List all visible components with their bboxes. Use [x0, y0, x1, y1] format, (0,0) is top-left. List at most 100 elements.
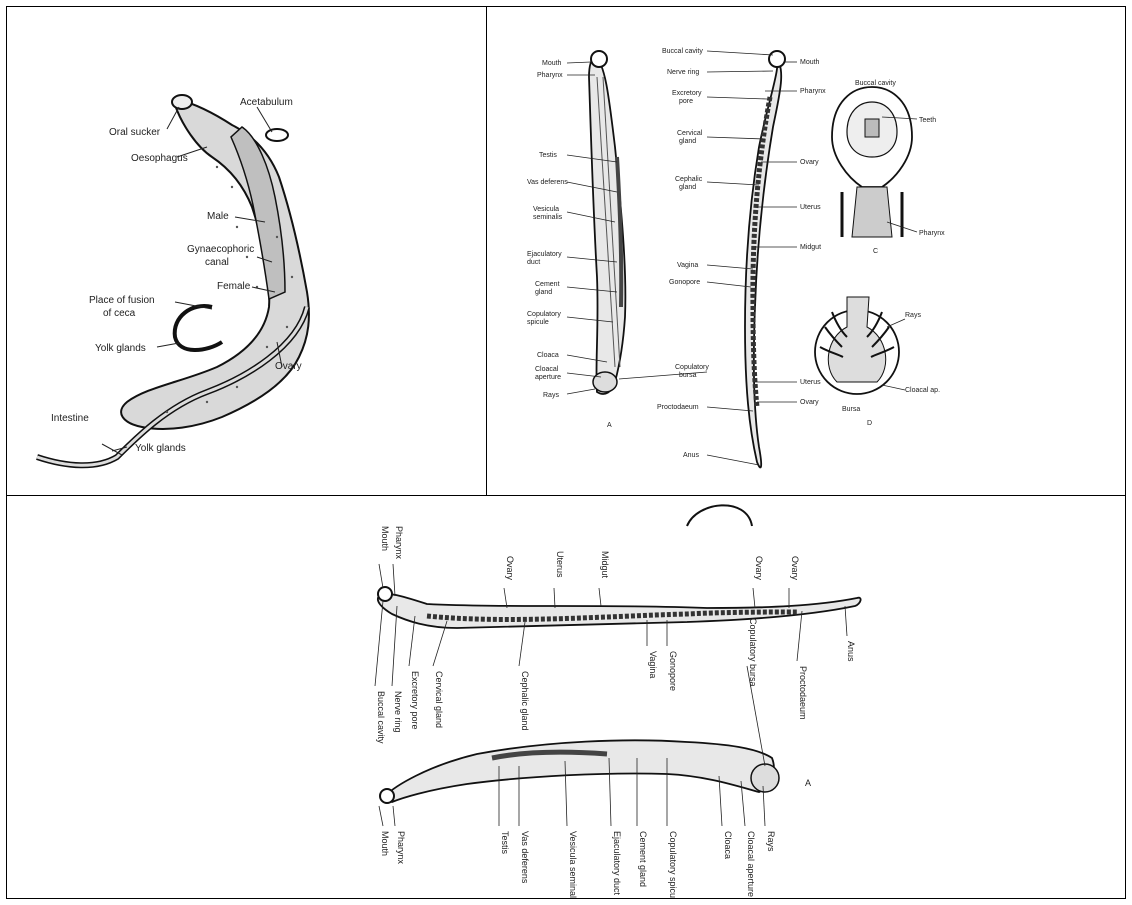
label-mouth-female: Mouth: [800, 59, 820, 66]
label-ejaculatory-1: Ejaculatory: [527, 251, 562, 258]
rot-bottom-label: Pharynx: [396, 831, 406, 865]
label-testis: Testis: [539, 152, 557, 159]
rot-top-label: Uterus: [555, 551, 565, 578]
rot-top-label: Pharynx: [394, 526, 404, 560]
label-cervical-2: gland: [679, 138, 696, 145]
rot-top-label: Ovary: [754, 556, 764, 581]
rotated-bottom-labels: Mouth Pharynx Testis Vas deferens Vesicu…: [380, 831, 776, 898]
label-buccal-cavity: Buccal cavity: [662, 48, 703, 55]
rot-mid-label: Buccal cavity: [376, 691, 386, 744]
rotated-figure-letter: A: [805, 778, 811, 788]
label-uterus-lower: Uterus: [800, 379, 821, 386]
label-female: Female: [217, 281, 251, 292]
label-nerve-ring: Nerve ring: [667, 69, 699, 76]
rot-bottom-label: Cement gland: [638, 831, 648, 887]
label-anus: Anus: [683, 452, 699, 459]
label-vesicula-2: seminalis: [533, 214, 563, 221]
label-cephalic-1: Cephalic: [675, 176, 703, 183]
cell-schistosoma: Oral sucker Acetabulum Oesophagus Male G…: [6, 6, 487, 496]
oral-sucker: [172, 95, 192, 109]
label-figure-d: D: [867, 420, 872, 427]
head-section-c: [832, 87, 912, 237]
label-ovary-upper: Ovary: [800, 159, 819, 166]
cell-ascaris-rotated: Mouth Pharynx Ovary Uterus Midgut Ovary …: [6, 495, 1126, 899]
label-d-rays: Rays: [905, 312, 921, 319]
label-d-cloacal: Cloacal ap.: [905, 387, 940, 394]
rot-bottom-label: Cloaca: [723, 831, 733, 859]
label-uterus-upper: Uterus: [800, 204, 821, 211]
label-c-buccal: Buccal cavity: [855, 80, 896, 87]
label-ovary-lower: Ovary: [800, 399, 819, 406]
ascaris-rotated-diagram: Mouth Pharynx Ovary Uterus Midgut Ovary …: [7, 496, 1125, 898]
label-d-bursa: Bursa: [842, 406, 860, 413]
rotated-male-worm: [385, 740, 774, 802]
label-cloaca: Cloaca: [537, 352, 559, 359]
label-oral-sucker: Oral sucker: [109, 127, 161, 138]
label-excretory-2: pore: [679, 98, 693, 105]
rot-top-label: Ovary: [505, 556, 515, 581]
rot-mid-label: Anus: [846, 641, 856, 662]
label-acetabulum: Acetabulum: [240, 97, 293, 108]
female-body: [231, 127, 285, 299]
rot-bottom-label: Cloacal aperture: [746, 831, 756, 897]
label-copulatory-bursa-2: bursa: [679, 372, 697, 379]
label-copulatory-spicule-1: Copulatory: [527, 311, 561, 318]
acetabulum: [266, 129, 288, 141]
label-copulatory-spicule-2: spicule: [527, 319, 549, 326]
label-ejaculatory-2: duct: [527, 259, 540, 266]
rot-bottom-label: Testis: [500, 831, 510, 855]
label-gynaecophoric-1: Gynaecophoric: [187, 244, 254, 255]
bursa-section-d: [815, 297, 899, 394]
label-gonopore: Gonopore: [669, 279, 700, 286]
label-c-teeth: Teeth: [919, 117, 936, 124]
label-male: Male: [207, 211, 229, 222]
label-place-of-fusion-2: of ceca: [103, 308, 136, 319]
label-pharynx-female: Pharynx: [800, 88, 826, 95]
rot-bottom-label: Vesicula seminalis: [568, 831, 578, 898]
ascaris-diagram: Mouth Pharynx Testis Vas deferens Vesicu…: [487, 7, 1125, 495]
label-cloacal-aperture-2: aperture: [535, 374, 561, 381]
label-place-of-fusion-1: Place of fusion: [89, 295, 155, 306]
rot-top-label: Ovary: [790, 556, 800, 581]
label-yolk-glands-upper: Yolk glands: [95, 343, 146, 354]
label-cervical-1: Cervical: [677, 130, 703, 137]
label-vas-deferens: Vas deferens: [527, 179, 568, 186]
rot-top-label: Mouth: [380, 526, 390, 551]
label-rays-male: Rays: [543, 392, 559, 399]
label-yolk-glands-lower: Yolk glands: [135, 443, 186, 454]
rot-mid-label: Cervical gland: [434, 671, 444, 728]
rot-bottom-label: Ejaculatory duct: [612, 831, 622, 896]
rotated-middle-labels: Buccal cavity Nerve ring Excretory pore …: [376, 618, 856, 744]
rot-bottom-label: Copulatory spicule: [668, 831, 678, 898]
rot-mid-label: Gonopore: [668, 651, 678, 691]
top-partial-circle: [687, 505, 752, 526]
label-gynaecophoric-2: canal: [205, 257, 229, 268]
rot-bottom-label: Rays: [766, 831, 776, 852]
label-cephalic-2: gland: [679, 184, 696, 191]
label-vagina: Vagina: [677, 262, 698, 269]
label-mouth-male: Mouth: [542, 60, 562, 67]
rot-mid-label: Vagina: [648, 651, 658, 678]
schistosoma-diagram: Oral sucker Acetabulum Oesophagus Male G…: [7, 7, 486, 495]
rot-top-label: Midgut: [600, 551, 610, 579]
label-excretory-1: Excretory: [672, 90, 702, 97]
label-figure-c: C: [873, 248, 878, 255]
rot-bottom-label: Mouth: [380, 831, 390, 856]
rot-mid-label: Excretory pore: [410, 671, 420, 730]
rot-mid-label: Proctodaeum: [798, 666, 808, 720]
female-worm: [745, 57, 781, 467]
cell-ascaris: Mouth Pharynx Testis Vas deferens Vesicu…: [486, 6, 1126, 496]
label-figure-a: A: [607, 422, 612, 429]
label-proctodaeum: Proctodaeum: [657, 404, 699, 411]
label-intestine: Intestine: [51, 413, 89, 424]
yolk-gland-loop: [175, 306, 222, 350]
label-copulatory-bursa-1: Copulatory: [675, 364, 709, 371]
label-cloacal-aperture-1: Cloacal: [535, 366, 559, 373]
rotated-top-labels: Mouth Pharynx Ovary Uterus Midgut Ovary …: [380, 526, 800, 581]
label-ovary: Ovary: [275, 361, 302, 372]
label-pharynx-male: Pharynx: [537, 72, 563, 79]
label-vesicula-1: Vesicula: [533, 206, 559, 213]
label-midgut: Midgut: [800, 244, 821, 251]
label-cement-1: Cement: [535, 281, 560, 288]
